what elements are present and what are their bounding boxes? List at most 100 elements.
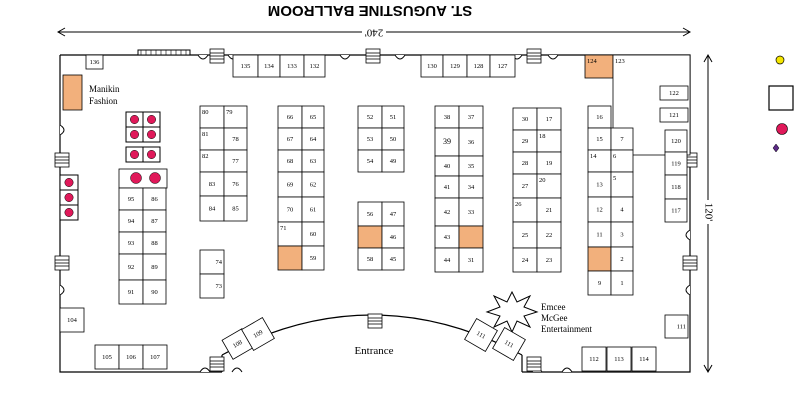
booth-number: 7 <box>620 136 624 143</box>
booth-box <box>606 346 632 372</box>
booth-64: 64 <box>301 127 325 151</box>
booth-number: 56 <box>367 211 374 218</box>
booth-number: 2 <box>620 256 623 263</box>
booth-10 <box>587 246 612 272</box>
booth-box <box>199 249 225 275</box>
booth-number: 133 <box>287 63 297 70</box>
booth-number: 111 <box>677 324 686 331</box>
booth-39: 39 <box>434 127 460 157</box>
booth-38: 38 <box>434 105 460 129</box>
booth-number: 26 <box>515 201 522 208</box>
booth-number: 14 <box>590 153 597 160</box>
booth-number: 15 <box>596 136 603 143</box>
booth-number: 12 <box>596 207 603 214</box>
booth-number: 86 <box>151 196 158 203</box>
booth-number: 127 <box>498 63 509 70</box>
emcee-burst-icon <box>485 290 539 334</box>
vent-icon <box>209 356 225 372</box>
booth-box <box>512 173 538 199</box>
booth-number: 62 <box>310 182 317 189</box>
booth-box <box>587 246 612 272</box>
booth-49: 49 <box>381 149 405 173</box>
booth-box <box>118 253 144 281</box>
booth-95: 95 <box>118 187 144 211</box>
booth-number: 136 <box>90 59 101 66</box>
booth-62: 62 <box>301 171 325 198</box>
booth-69: 69 <box>277 171 303 198</box>
booth-119: 119 <box>664 151 688 176</box>
booth-number: 124 <box>587 58 598 65</box>
booth-104: 104 <box>59 307 85 333</box>
booth-89: 89 <box>142 253 167 281</box>
booth-number: 58 <box>367 256 374 263</box>
booth-72 <box>277 245 303 271</box>
booth-number: 40 <box>444 163 451 170</box>
booth-number: 64 <box>310 136 317 143</box>
booth-box <box>659 107 689 123</box>
vent-icons <box>54 48 698 372</box>
booth-number: 95 <box>128 196 135 203</box>
booth-number: 71 <box>280 225 287 232</box>
booth-number: 39 <box>443 137 451 146</box>
vent-icon <box>682 255 698 271</box>
booth-105: 105 <box>94 344 120 370</box>
booth-box <box>512 221 538 249</box>
booth-109: 109 <box>241 317 275 351</box>
booth-box <box>512 247 538 273</box>
booth-box <box>458 247 484 273</box>
booth-number: 111 <box>475 330 487 341</box>
booth-number: 1 <box>620 280 623 287</box>
pink-dot <box>130 130 139 139</box>
yellow-dot-icon <box>775 55 785 65</box>
booth-number: 35 <box>468 163 475 170</box>
booth-number: 18 <box>539 133 546 140</box>
booth-73: 73 <box>199 273 225 299</box>
vent-icon <box>367 313 383 329</box>
booth-number: 47 <box>390 211 397 218</box>
booth-60: 60 <box>301 221 325 247</box>
booth-number: 129 <box>450 63 460 70</box>
booth-box <box>381 247 405 271</box>
booth-number: 60 <box>310 231 317 238</box>
booth-number: 67 <box>287 136 294 143</box>
booth-111b: 111 <box>492 327 526 361</box>
booth-box <box>581 346 607 372</box>
width-label: 240' <box>365 26 384 38</box>
booth-box <box>664 198 688 223</box>
booth-3: 3 <box>610 221 634 248</box>
booth-number: 89 <box>151 264 158 271</box>
booth-box <box>118 344 144 370</box>
booth-4: 4 <box>610 196 634 223</box>
booth-number: 68 <box>287 158 294 165</box>
booth-box <box>303 54 326 78</box>
booth-number: 20 <box>539 177 546 184</box>
vent-icon <box>365 48 381 64</box>
booth-number: 34 <box>468 184 475 191</box>
booth-box <box>434 197 460 227</box>
booth-number: 87 <box>151 218 158 225</box>
booth-136: 136 <box>85 54 104 70</box>
emcee-label-line3: Entertainment <box>541 324 592 334</box>
booth-box <box>458 225 484 249</box>
vent-icon <box>526 48 542 64</box>
booth-box <box>59 307 85 333</box>
booth-13: 13 <box>587 171 612 198</box>
booth-29: 29 <box>512 129 538 153</box>
booth-76: 76 <box>223 171 248 197</box>
booth-number: 93 <box>128 240 135 247</box>
booth-number: 36 <box>468 139 475 146</box>
booth-68: 68 <box>277 149 303 173</box>
booth-number: 46 <box>390 234 397 241</box>
booth-number: 25 <box>522 232 529 239</box>
booth-number: 43 <box>444 234 451 241</box>
booth-number: 3 <box>620 232 623 239</box>
booth-32 <box>458 225 484 249</box>
booth-16: 16 <box>587 105 612 129</box>
booth-19: 19 <box>536 151 562 175</box>
booth-65: 65 <box>301 105 325 129</box>
booth-number: 78 <box>232 136 239 143</box>
booth-113: 113 <box>606 346 632 372</box>
booth-46: 46 <box>381 225 405 249</box>
booth-58: 58 <box>357 247 383 271</box>
booth-80: 80 <box>199 105 225 129</box>
